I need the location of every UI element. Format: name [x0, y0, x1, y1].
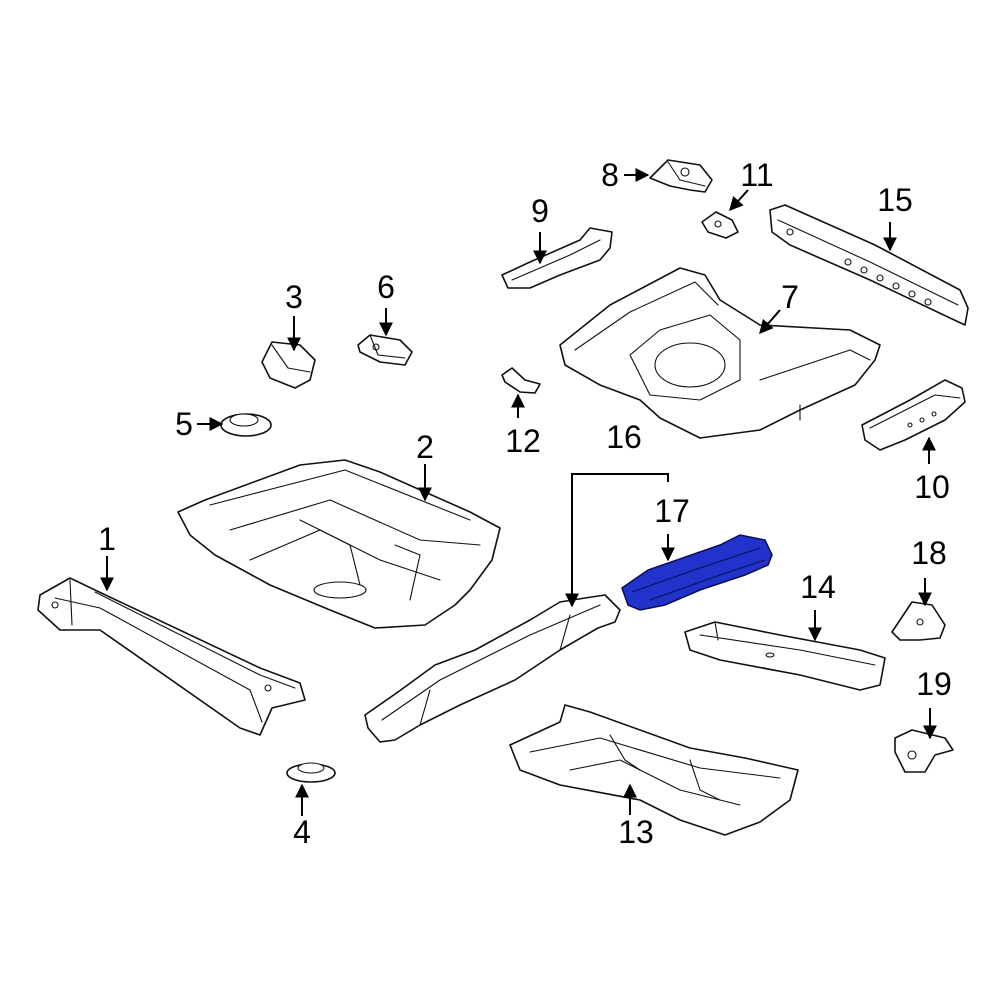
part-4-plug[interactable]	[286, 762, 336, 783]
callout-leaders	[100, 168, 937, 816]
part-6-bracket[interactable]	[357, 334, 413, 366]
part-17-highlighted-bracket[interactable]	[621, 534, 773, 611]
part-2-rear-floor-pan[interactable]	[177, 459, 501, 629]
callout-17: 17	[654, 493, 690, 529]
callout-labels: 1 2 3 4 5 6 7 8 9 10 11 12 13 14 15 16 1…	[98, 157, 952, 850]
part-14-cross-member[interactable]	[684, 621, 886, 691]
callout-9: 9	[531, 193, 549, 229]
part-13-floor-pan[interactable]	[509, 704, 799, 836]
part-5-plug[interactable]	[220, 413, 272, 437]
part-9-reinforcement[interactable]	[501, 227, 613, 289]
part-8-bracket[interactable]	[649, 159, 713, 193]
callout-5: 5	[175, 406, 193, 442]
part-10-bracket[interactable]	[861, 379, 966, 451]
callout-3: 3	[285, 279, 303, 315]
part-3-bracket[interactable]	[261, 341, 316, 389]
callout-19: 19	[916, 666, 952, 702]
callout-13: 13	[618, 814, 654, 850]
callout-8: 8	[601, 157, 619, 193]
part-11-clip[interactable]	[701, 211, 739, 239]
callout-14: 14	[800, 569, 836, 605]
callout-2: 2	[416, 429, 434, 465]
part-16-side-member[interactable]	[364, 594, 621, 743]
callout-1: 1	[98, 521, 116, 557]
part-19-bracket[interactable]	[894, 729, 954, 773]
callout-10: 10	[914, 469, 950, 505]
callout-16: 16	[606, 419, 642, 455]
callout-15: 15	[877, 182, 913, 218]
callout-7: 7	[781, 279, 799, 315]
callout-11: 11	[740, 157, 773, 193]
part-7-spare-tire-tub[interactable]	[559, 267, 881, 439]
callout-4: 4	[293, 814, 311, 850]
part-18-bracket[interactable]	[891, 601, 946, 641]
callout-18: 18	[911, 535, 947, 571]
callout-12: 12	[505, 423, 541, 459]
callout-6: 6	[377, 269, 395, 305]
part-1-rear-floor-side-rail[interactable]	[37, 577, 306, 736]
part-15-rear-panel[interactable]	[769, 204, 969, 326]
part-12-clip[interactable]	[501, 367, 541, 394]
